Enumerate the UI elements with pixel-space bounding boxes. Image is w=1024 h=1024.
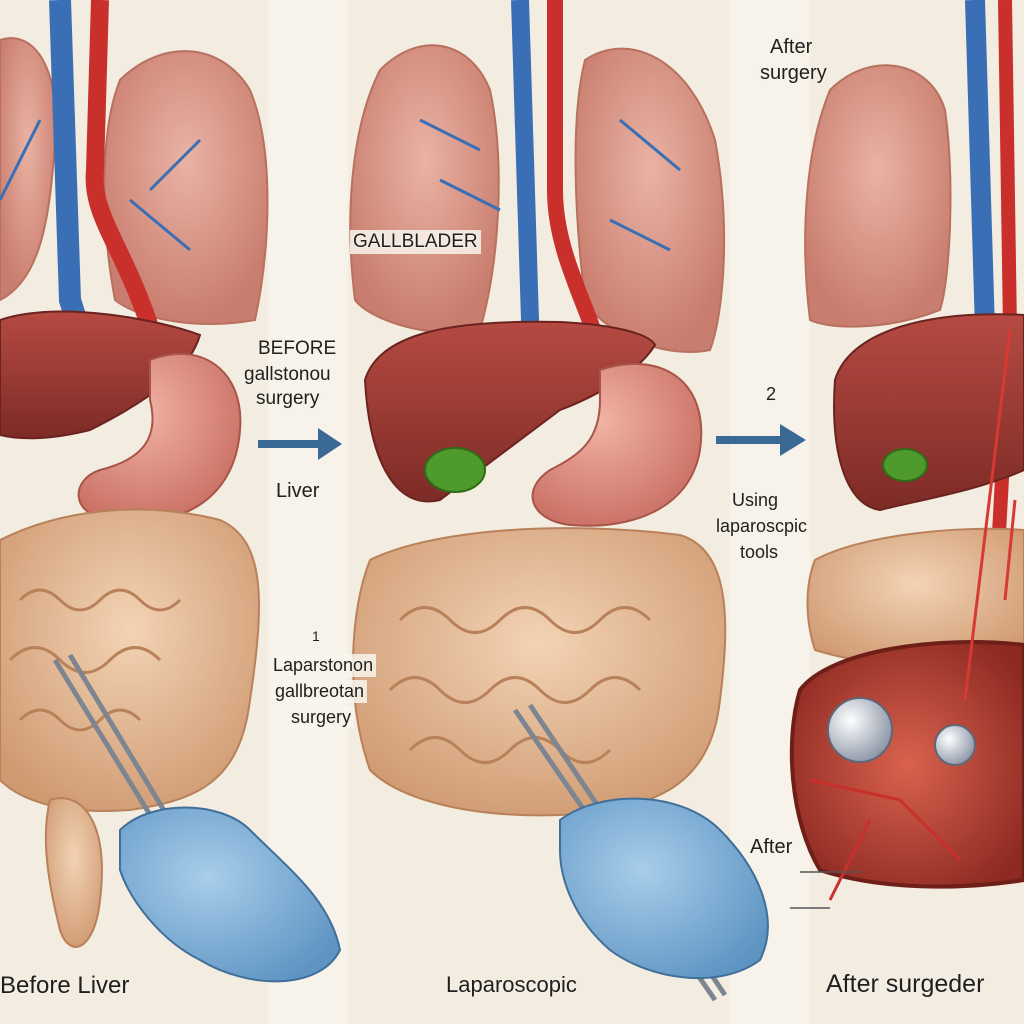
gallstone bbox=[934, 724, 976, 766]
caption-before-liver: Before Liver bbox=[0, 972, 130, 999]
label-before-line3: surgery bbox=[256, 388, 320, 409]
label-after-top-line2: surgery bbox=[760, 62, 827, 84]
gallbladder bbox=[882, 448, 928, 482]
label-using-line2: laparoscpic bbox=[716, 516, 808, 536]
glove-hand bbox=[559, 797, 769, 980]
label-after-mid: After bbox=[750, 836, 793, 858]
vein bbox=[965, 0, 995, 331]
panel-after bbox=[789, 0, 1024, 901]
gallbladder bbox=[424, 447, 486, 493]
label-laparoscopic-line2: gallbreotan bbox=[272, 680, 368, 703]
vein bbox=[0, 119, 202, 252]
pointer-line bbox=[790, 871, 860, 909]
liver bbox=[833, 313, 1024, 512]
arrow-right-icon bbox=[716, 424, 806, 456]
lung bbox=[349, 44, 500, 334]
label-gallbladder: GALLBLADER bbox=[350, 230, 481, 254]
lung bbox=[804, 64, 952, 328]
intestine bbox=[352, 527, 727, 817]
label-using-line3: tools bbox=[740, 542, 779, 562]
intestine-folds bbox=[8, 588, 182, 732]
label-laparoscopic-line1: Laparstonon bbox=[270, 654, 377, 677]
caption-laparoscopic: Laparoscopic bbox=[446, 972, 577, 997]
label-step-two: 2 bbox=[766, 384, 777, 404]
abdominal-cavity-inset bbox=[789, 640, 1024, 889]
vein bbox=[419, 118, 681, 252]
lung bbox=[574, 47, 726, 353]
label-before-line1: BEFORE bbox=[258, 338, 337, 359]
label-using-line1: Using bbox=[732, 490, 779, 510]
panel-before bbox=[0, 0, 342, 983]
label-liver: Liver bbox=[276, 480, 320, 502]
panel-divider bbox=[268, 0, 348, 1024]
vein bbox=[809, 778, 962, 901]
label-before-line2: gallstonou bbox=[244, 364, 331, 385]
arrow-right-icon bbox=[258, 428, 342, 460]
panel-divider bbox=[730, 0, 810, 1024]
label-laparoscopic-line3: surgery bbox=[288, 706, 355, 729]
intestine bbox=[0, 508, 260, 812]
panel-laparoscopic bbox=[349, 0, 769, 1002]
gallstone bbox=[827, 697, 893, 763]
caption-after-surgery: After surgeder bbox=[826, 970, 985, 998]
intestine bbox=[44, 797, 103, 948]
intestine-folds bbox=[388, 606, 652, 764]
glove-hand bbox=[119, 806, 342, 983]
laparoscopic-tool bbox=[963, 329, 1017, 701]
label-step-one: 1 bbox=[312, 628, 320, 644]
stomach bbox=[531, 362, 703, 527]
label-after-top-line1: After bbox=[770, 36, 813, 58]
